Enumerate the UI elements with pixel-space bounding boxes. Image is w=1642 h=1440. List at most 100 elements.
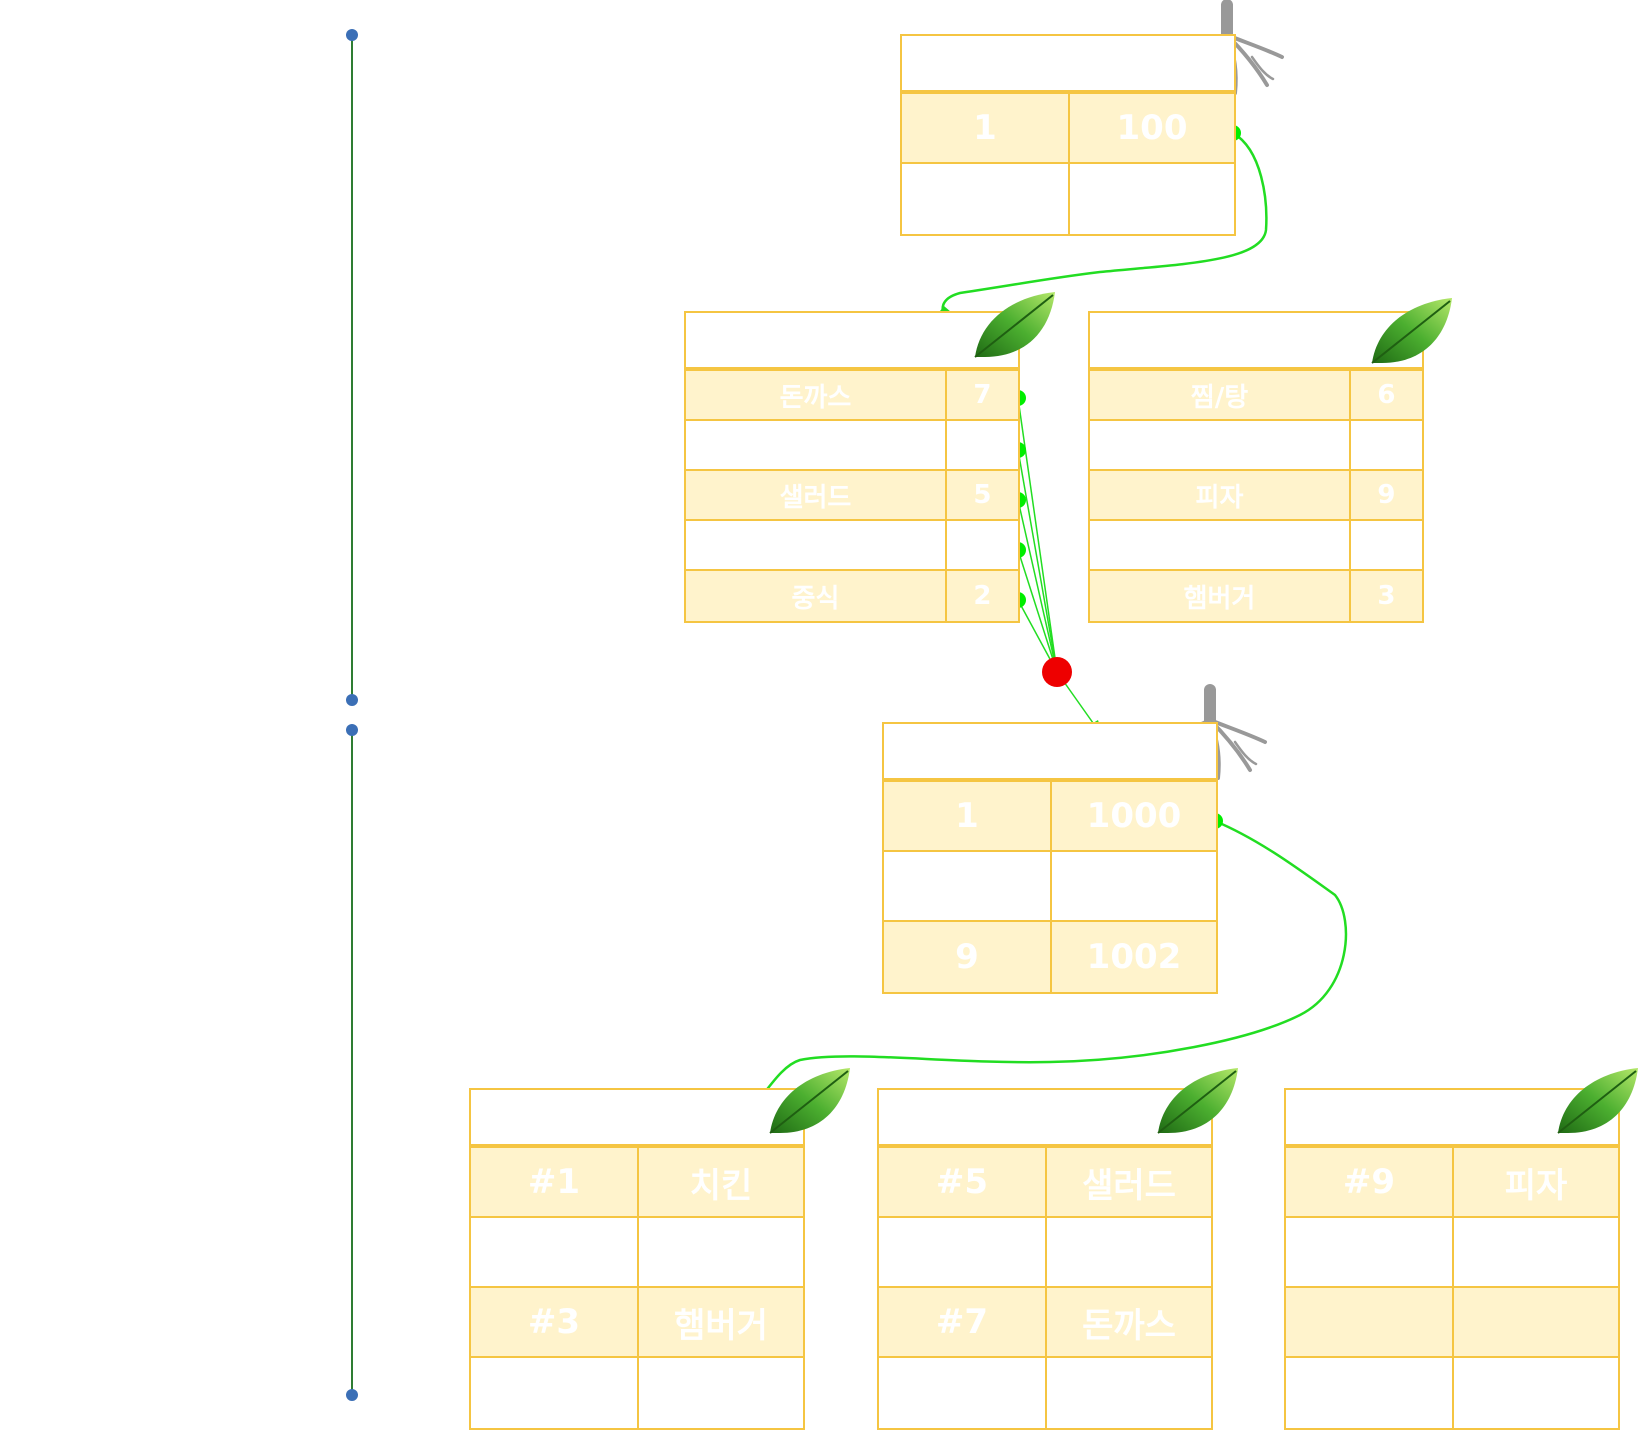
cell-pointer <box>1068 164 1234 234</box>
cell-count <box>944 521 1018 569</box>
cell-id <box>879 1358 1045 1428</box>
cell-id <box>471 1218 637 1286</box>
cell-key: 9 <box>955 937 979 977</box>
cell-count: 3 <box>1348 571 1422 621</box>
cell-count <box>1348 521 1422 569</box>
root-node-top: 1 100 <box>900 34 1236 236</box>
cell-name: 중식 <box>791 583 840 614</box>
cell-key <box>884 852 1050 920</box>
table-row: 돈까스 7 <box>686 371 1018 421</box>
cell-id <box>1286 1288 1452 1356</box>
table-row: 1 100 <box>902 94 1234 164</box>
table-row <box>1286 1358 1618 1428</box>
links-to-junction <box>1017 397 1058 673</box>
node-header <box>879 1090 1211 1148</box>
root-node-lower: 1 1000 9 1002 <box>882 722 1218 994</box>
cell-name: 햄버거 <box>1183 583 1256 614</box>
cell-name: 샐러드 <box>1045 1148 1211 1216</box>
range-end-dot <box>346 694 358 706</box>
table-row <box>902 164 1234 234</box>
table-row: 중식 2 <box>686 571 1018 621</box>
cell-id: #7 <box>935 1302 989 1342</box>
table-row <box>1286 1218 1618 1288</box>
table-row: 1 1000 <box>884 782 1216 852</box>
cell-id: #9 <box>1342 1162 1396 1202</box>
cell-count: 7 <box>944 371 1018 419</box>
cell-pointer <box>1050 852 1216 920</box>
table-row: #1 치킨 <box>471 1148 803 1218</box>
cell-count: 9 <box>1348 471 1422 519</box>
range-end-dot <box>346 29 358 41</box>
cell-name <box>637 1218 803 1286</box>
cell-count <box>1348 421 1422 469</box>
table-row: 피자 9 <box>1090 471 1422 521</box>
leaf-node-bottom-1: #1 치킨 #3 햄버거 <box>469 1088 805 1430</box>
table-row <box>884 852 1216 922</box>
table-row <box>879 1218 1211 1288</box>
node-header <box>902 36 1234 94</box>
cell-name <box>686 421 945 469</box>
cell-id: #3 <box>527 1302 581 1342</box>
cell-name <box>686 521 945 569</box>
cell-name <box>1045 1218 1211 1286</box>
cell-name <box>1045 1358 1211 1428</box>
table-row: #5 샐러드 <box>879 1148 1211 1218</box>
table-row: 햄버거 3 <box>1090 571 1422 621</box>
table-row <box>1090 421 1422 471</box>
cell-name: 돈까스 <box>1045 1288 1211 1356</box>
cell-name: 햄버거 <box>637 1288 803 1356</box>
table-row <box>879 1358 1211 1428</box>
range-end-dot <box>346 1389 358 1401</box>
cell-id <box>879 1218 1045 1286</box>
node-header <box>1090 313 1422 371</box>
range-line-lower <box>346 724 358 1401</box>
link-top-to-leaf <box>941 131 1268 316</box>
cell-count: 2 <box>944 571 1018 621</box>
cell-count: 6 <box>1348 371 1422 419</box>
cell-name: 샐러드 <box>779 482 852 513</box>
cell-key <box>902 164 1068 234</box>
leaf-node-bottom-3: #9 피자 <box>1284 1088 1620 1430</box>
table-row: #3 햄버거 <box>471 1288 803 1358</box>
table-row <box>1090 521 1422 571</box>
table-row: 찜/탕 6 <box>1090 371 1422 421</box>
table-row: 샐러드 5 <box>686 471 1018 521</box>
node-header <box>686 313 1018 371</box>
range-line-upper <box>346 29 358 706</box>
leaf-node-mid-left: 돈까스 7 샐러드 5 중식 2 <box>684 311 1020 623</box>
cell-name: 피자 <box>1452 1148 1618 1216</box>
cell-name <box>1090 421 1349 469</box>
cell-name <box>1090 521 1349 569</box>
cell-id <box>1286 1358 1452 1428</box>
cell-pointer: 100 <box>1068 94 1234 162</box>
cell-name: 피자 <box>1195 482 1244 513</box>
cell-key: 1 <box>955 796 979 836</box>
cell-id <box>471 1358 637 1428</box>
node-header <box>471 1090 803 1148</box>
cell-id <box>1286 1218 1452 1286</box>
cell-name <box>1452 1358 1618 1428</box>
table-row: #7 돈까스 <box>879 1288 1211 1358</box>
table-row <box>686 521 1018 571</box>
cell-name: 치킨 <box>637 1148 803 1216</box>
leaf-node-mid-right: 찜/탕 6 피자 9 햄버거 3 <box>1088 311 1424 623</box>
leaf-node-bottom-2: #5 샐러드 #7 돈까스 <box>877 1088 1213 1430</box>
range-end-dot <box>346 724 358 736</box>
table-row <box>1286 1288 1618 1358</box>
cell-pointer: 1002 <box>1050 922 1216 992</box>
junction-dot <box>1042 657 1072 687</box>
cell-name: 돈까스 <box>779 382 852 413</box>
cell-pointer: 1000 <box>1050 782 1216 850</box>
cell-id: #1 <box>527 1162 581 1202</box>
node-header <box>1286 1090 1618 1148</box>
cell-id: #5 <box>935 1162 989 1202</box>
link-lower-root-to-leaf <box>749 819 1348 1111</box>
cell-count <box>944 421 1018 469</box>
table-row: 9 1002 <box>884 922 1216 992</box>
table-row <box>471 1358 803 1428</box>
cell-key: 1 <box>973 108 997 148</box>
node-header <box>884 724 1216 782</box>
table-row <box>471 1218 803 1288</box>
cell-name: 찜/탕 <box>1190 382 1249 413</box>
cell-name <box>637 1358 803 1428</box>
